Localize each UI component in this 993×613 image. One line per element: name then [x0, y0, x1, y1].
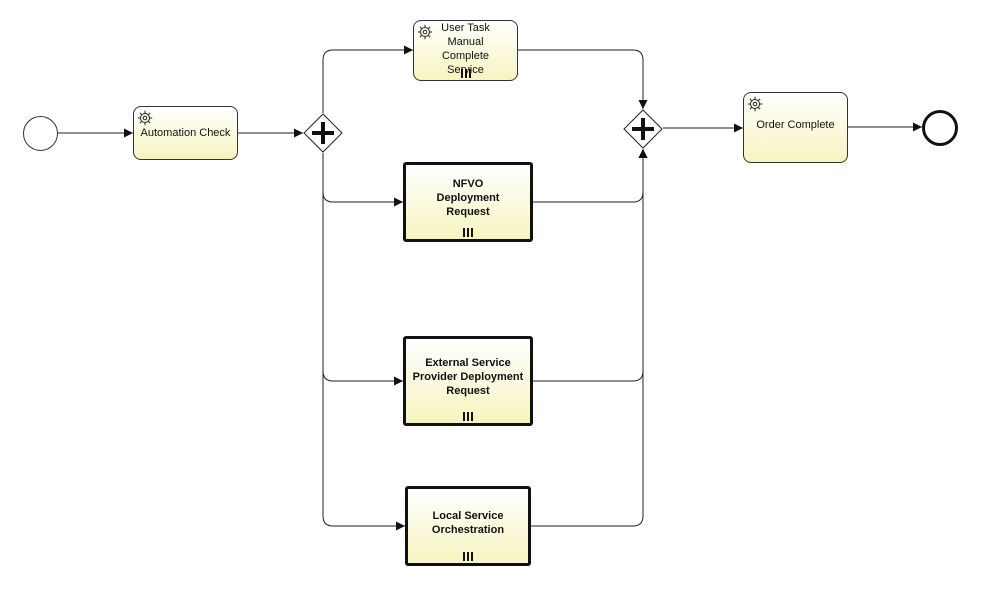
flow-split-to-external[interactable] [322, 153, 403, 386]
task-user-task-manual-label: User Task Manual Complete Service [441, 21, 490, 76]
flow-split-to-nfvo[interactable] [322, 153, 403, 207]
parallel-gateway-split[interactable] [303, 113, 343, 153]
task-external-service[interactable]: External Service Provider Deployment Req… [403, 336, 533, 426]
task-user-task-manual[interactable]: User Task Manual Complete Service [413, 20, 518, 81]
gear-icon [137, 110, 153, 126]
plus-icon [632, 118, 654, 140]
end-event[interactable] [922, 110, 958, 146]
parallel-gateway-join[interactable] [623, 109, 663, 149]
task-external-service-label: External Service Provider Deployment Req… [412, 357, 524, 397]
multi-instance-parallel-icon [463, 228, 473, 237]
task-automation-check[interactable]: Automation Check [133, 106, 238, 160]
task-local-service[interactable]: Local Service Orchestration [405, 486, 531, 566]
flow-external-to-join[interactable] [533, 149, 648, 382]
flow-split-to-local[interactable] [322, 153, 405, 531]
multi-instance-parallel-icon [463, 412, 473, 421]
task-local-service-label: Local Service Orchestration [431, 510, 505, 536]
task-nfvo-deployment-label: NFVO Deployment Request [436, 178, 500, 218]
task-order-complete-label: Order Complete [756, 118, 835, 131]
gear-icon [747, 96, 763, 112]
task-order-complete[interactable]: Order Complete [743, 92, 848, 163]
gear-icon [417, 24, 433, 40]
flow-user-task-to-join[interactable] [518, 49, 648, 109]
flow-nfvo-to-join[interactable] [533, 149, 648, 203]
task-automation-check-label: Automation Check [140, 127, 231, 139]
start-event[interactable] [23, 116, 58, 151]
task-nfvo-deployment[interactable]: NFVO Deployment Request [403, 162, 533, 242]
plus-icon [312, 122, 334, 144]
flow-split-to-user-task[interactable] [322, 45, 413, 113]
flow-local-to-join[interactable] [531, 149, 648, 527]
multi-instance-parallel-icon [460, 69, 471, 78]
multi-instance-parallel-icon [463, 552, 473, 561]
